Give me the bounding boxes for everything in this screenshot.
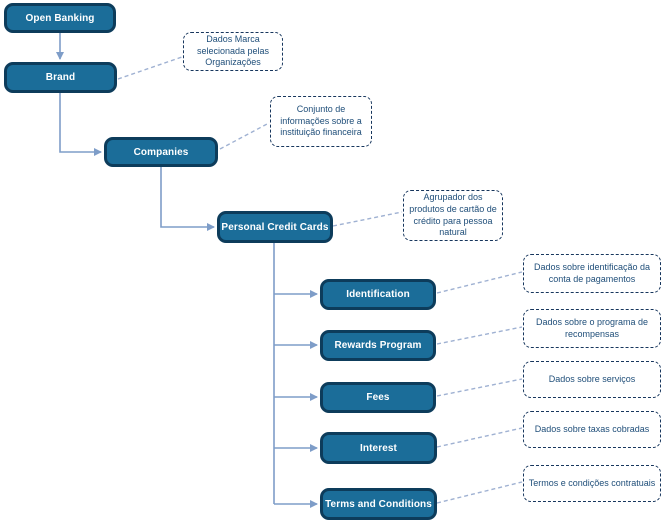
node-companies: Companies [104,137,218,167]
node-rewards-program-label: Rewards Program [334,340,422,351]
node-terms-and-conditions-label: Terms and Conditions [325,498,432,510]
annotation-interest-note: Dados sobre taxas cobradas [523,411,661,448]
node-interest-label: Interest [360,442,397,454]
dashed-link-interest-note [436,427,523,448]
annotation-interest-note-text: Dados sobre taxas cobradas [534,423,650,434]
node-open-banking: Open Banking [4,3,116,33]
node-open-banking-label: Open Banking [25,12,95,24]
annotation-terms-and-conditions-note-text: Termos e condições contratuais [528,477,656,488]
arrow-companies-to-personal-credit-cards [160,167,215,231]
node-fees-label: Fees [366,392,390,403]
dashed-link-identification-note [436,271,523,294]
dashed-link-companies-note [219,122,270,150]
node-brand-label: Brand [45,72,76,83]
dashed-link-rewards-program-note [436,326,523,345]
node-rewards-program: Rewards Program [320,330,436,361]
node-companies-label: Companies [133,146,189,158]
annotation-companies-note-text: Conjunto de informações sobre a institui… [280,103,362,138]
annotation-companies-note: Conjunto de informações sobre a institui… [270,96,372,147]
annotation-brand-note-text: Dados Marca selecionada pelas Organizaçõ… [196,33,270,68]
node-brand: Brand [4,62,117,93]
annotation-identification-note-text: Dados sobre identificação da conta de pa… [533,261,651,284]
node-personal-credit-cards: Personal Credit Cards [217,211,333,243]
node-interest: Interest [320,432,437,464]
node-fees: Fees [320,382,436,413]
node-identification-label: Identification [346,289,410,300]
node-terms-and-conditions: Terms and Conditions [320,488,437,520]
annotation-terms-and-conditions-note: Termos e condições contratuais [523,465,661,502]
annotation-rewards-program-note-text: Dados sobre o programa de recompensas [535,316,649,339]
annotation-personal-credit-cards-note: Agrupador dos produtos de cartão de créd… [403,190,503,241]
annotation-identification-note: Dados sobre identificação da conta de pa… [523,254,661,293]
dashed-link-terms-and-conditions-note [436,481,523,504]
annotation-brand-note: Dados Marca selecionada pelas Organizaçõ… [183,32,283,71]
arrow-brand-to-companies [59,93,102,156]
dashed-link-fees-note [436,378,523,397]
node-personal-credit-cards-label: Personal Credit Cards [221,221,329,233]
dashed-link-brand-note [117,56,183,80]
annotation-fees-note-text: Dados sobre serviços [548,373,636,384]
node-identification: Identification [320,279,436,310]
annotation-personal-credit-cards-note-text: Agrupador dos produtos de cartão de créd… [409,192,497,238]
dashed-link-personal-credit-cards-note [332,211,403,227]
annotation-rewards-program-note: Dados sobre o programa de recompensas [523,309,661,348]
annotation-fees-note: Dados sobre serviços [523,361,661,398]
